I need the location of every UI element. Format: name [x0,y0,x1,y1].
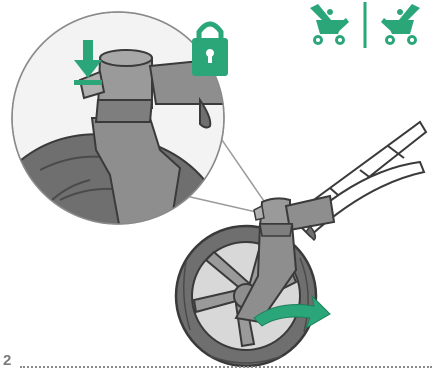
dotted-divider [20,366,432,368]
stroller-swivel-mode-icon [310,2,420,48]
padlock-locked-icon [192,24,228,76]
step-number: 2 [3,353,11,368]
